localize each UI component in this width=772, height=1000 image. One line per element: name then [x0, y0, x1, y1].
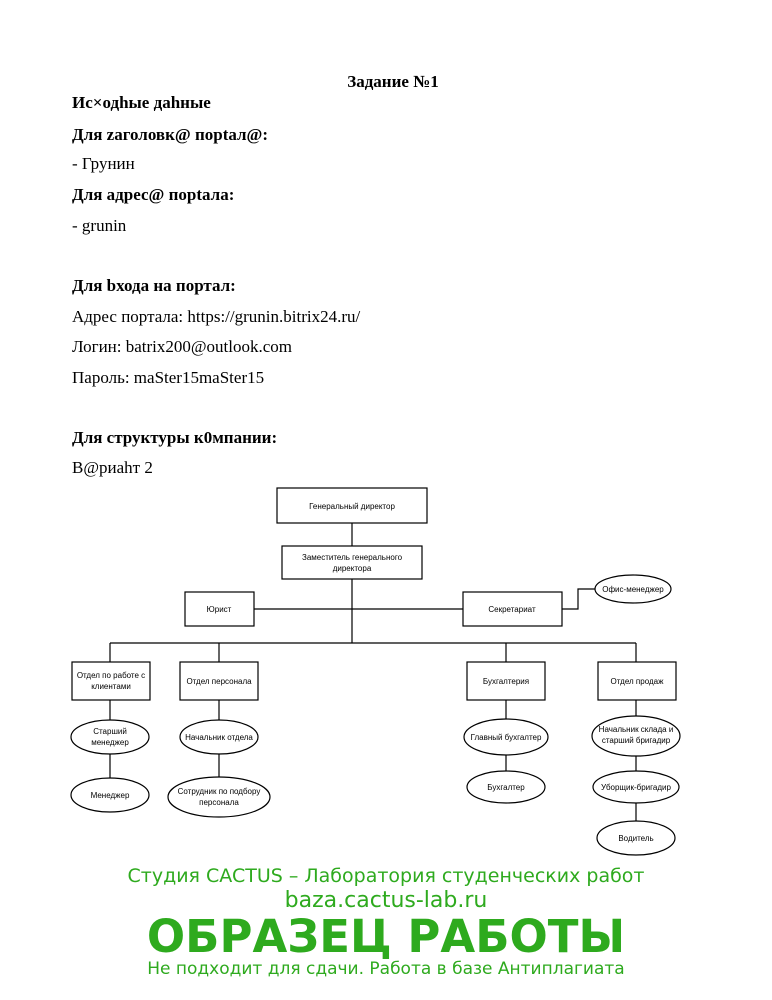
senior-manager-node [70, 719, 150, 755]
watermark: Студия CACTUS – Лаборатория студенческих… [0, 865, 772, 980]
recruiter-label-2: персонала [199, 798, 239, 807]
watermark-url: baza.cactus-lab.ru [284, 887, 488, 913]
dept-hr-label: Отдел персонала [186, 677, 252, 686]
dept-accounting-box [466, 661, 546, 701]
watermark-notice: Не подходит для сдачи. Работа в базе Ант… [147, 959, 625, 980]
head-of-dept-node [179, 719, 259, 755]
deputy-box [281, 545, 423, 580]
warehouse-head-label-2: старший бригадир [602, 736, 671, 745]
login: Логин: batrix200@outlook.com [72, 337, 293, 356]
address-label: Для адрес@ поptала: [72, 185, 235, 204]
recruiter-node [167, 776, 271, 818]
chief-accountant-label: Главный бухгалтер [471, 733, 542, 742]
secretariat-label: Секретариат [488, 605, 536, 614]
warehouse-head-node [591, 715, 681, 757]
lawyer-box [184, 591, 255, 627]
secretariat-box [462, 591, 563, 627]
cleaner-node [592, 770, 680, 804]
manager-label: Менеджер [91, 791, 130, 800]
dept-clients-label-2: клиентами [91, 682, 131, 691]
header-label: Для zаголовк@ поptал@: [72, 125, 269, 144]
office-manager-node [594, 574, 672, 604]
accountant-label: Бухгалтер [487, 783, 525, 792]
ceo-label: Генеральный директор [309, 502, 395, 511]
chief-accountant-node [463, 718, 549, 756]
driver-label: Водитель [618, 834, 653, 843]
connectors [109, 523, 637, 822]
watermark-studio: Студия CACTUS – Лаборатория студенческих… [127, 865, 645, 887]
header-value: - Грунин [72, 154, 135, 173]
dept-sales-box [597, 661, 677, 701]
address-value: - grunin [72, 216, 127, 235]
lawyer-label: Юрист [207, 605, 232, 614]
manager-node [70, 777, 150, 813]
structure-label: Для структуры к0мпании: [72, 428, 278, 447]
ceo-box [276, 487, 428, 524]
heading: Ис×одhые даhные [72, 93, 211, 112]
watermark-sample: ОБРАЗЕЦ РАБОТЫ [146, 910, 626, 964]
head-of-dept-label: Начальник отдела [185, 733, 253, 742]
dept-sales-label: Отдел продаж [611, 677, 665, 686]
dept-clients-box [71, 661, 151, 701]
recruiter-label-1: Сотрудник по подбору [178, 787, 261, 796]
cleaner-label: Уборщик-бригадир [601, 783, 671, 792]
warehouse-head-label-1: Начальник склада и [599, 725, 674, 734]
office-manager-label: Офис-менеджер [602, 585, 664, 594]
driver-node [596, 820, 676, 856]
variant: B@риahт 2 [72, 458, 153, 477]
deputy-label-1: Заместитель генерального [302, 553, 403, 562]
dept-hr-box [179, 661, 259, 701]
dept-accounting-label: Бухгалтерия [483, 677, 529, 686]
dept-clients-label-1: Отдел по работе с [77, 671, 145, 680]
senior-manager-label-1: Старший [93, 727, 127, 736]
portal-address: Адрес портала: https://grunin.bitrix24.r… [72, 307, 361, 326]
deputy-label-2: директора [333, 564, 372, 573]
senior-manager-label-2: менеджер [91, 738, 129, 747]
password: Пароль: maSter15maSter15 [72, 368, 265, 387]
page-title: Задание №1 [347, 72, 439, 91]
accountant-node [466, 770, 546, 804]
login-label: Для bхода на портал: [72, 276, 236, 295]
